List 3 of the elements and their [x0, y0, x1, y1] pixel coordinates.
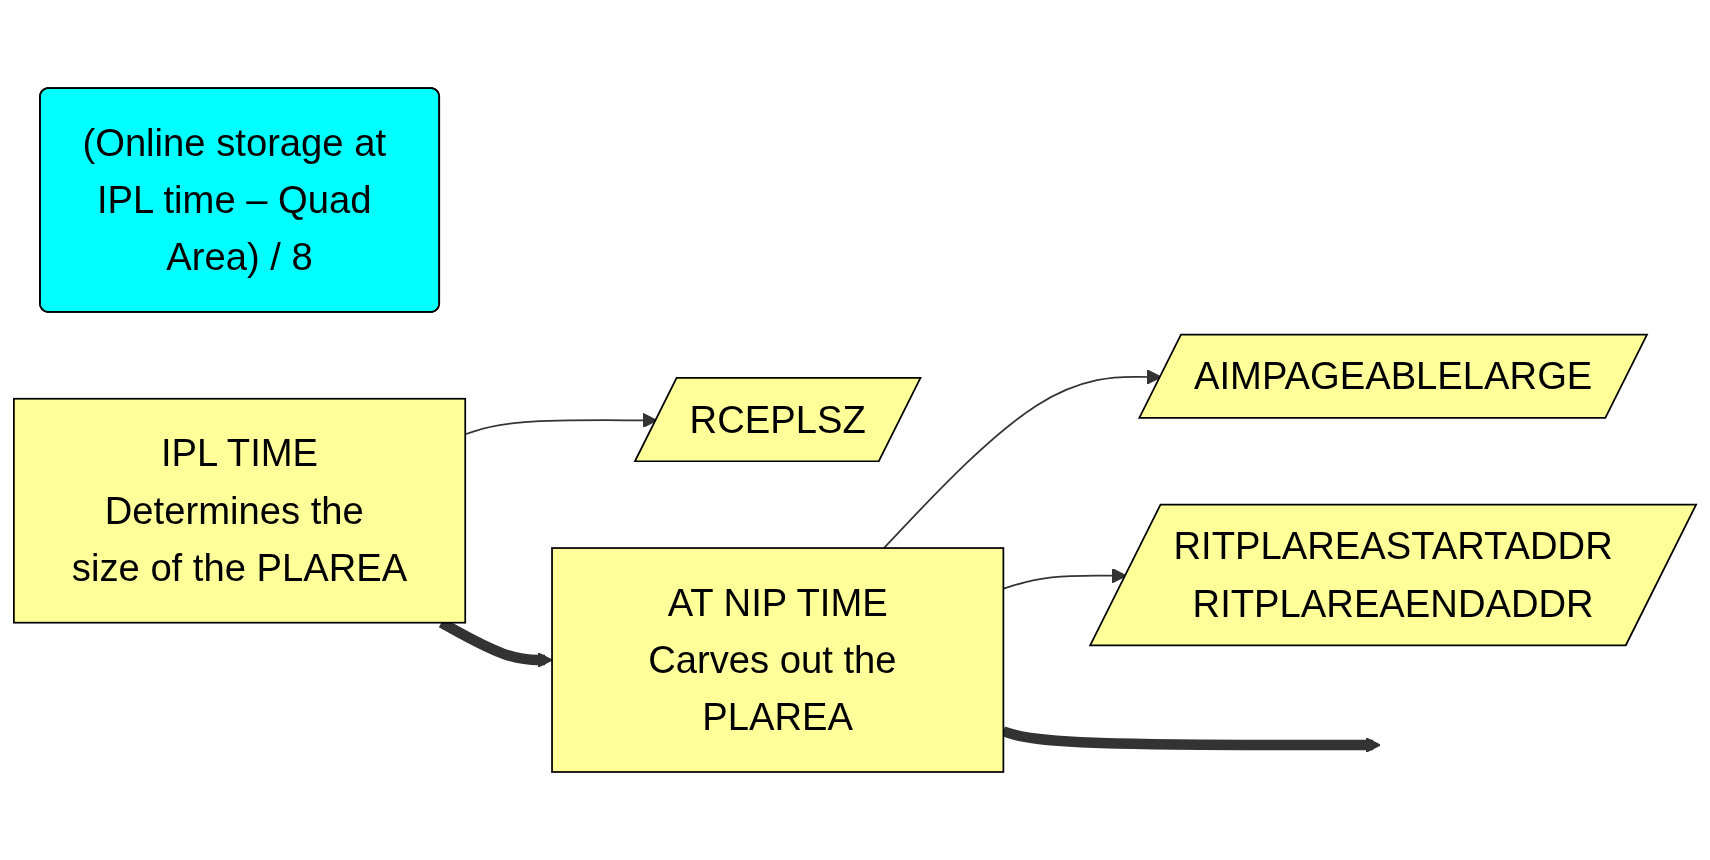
node-box: IPL TIME Determines the size of the PLAREA [13, 397, 467, 624]
node-box: AT NIP TIME Carves out the PLAREA [551, 547, 1005, 773]
arrow [883, 369, 1162, 549]
